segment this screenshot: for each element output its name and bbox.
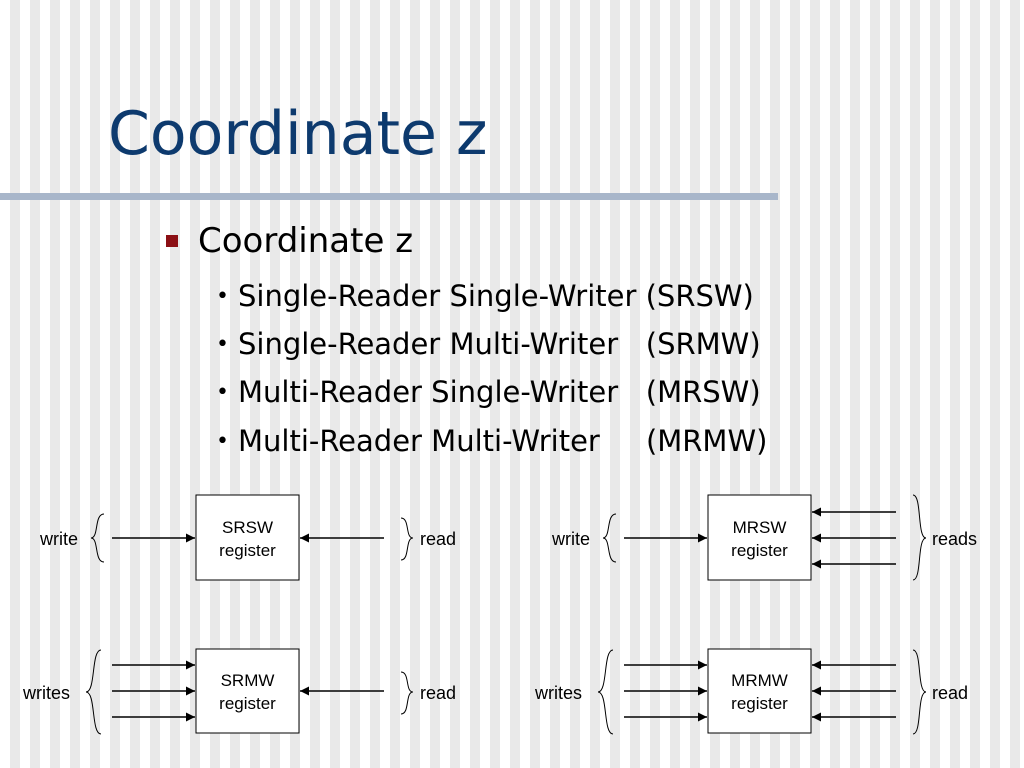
sub-bullet-text: Multi-Reader Multi-Writer (MRMW) <box>237 424 768 458</box>
register-label: register <box>219 541 276 560</box>
read-label: read <box>420 683 456 703</box>
srsw-diagram: write SRSW register read <box>39 494 456 581</box>
title-divider <box>0 193 778 200</box>
sub-bullet-mrmw: • Multi-Reader Multi-Writer (MRMW) <box>216 427 767 456</box>
right-brace <box>912 649 927 735</box>
dot-bullet-icon: • <box>216 379 229 405</box>
sub-bullet-text: Single-Reader Single-Writer (SRSW) <box>237 279 754 313</box>
writes-label: writes <box>22 683 70 703</box>
read-label: read <box>932 683 968 703</box>
sub-bullet-srsw: • Single-Reader Single-Writer (SRSW) <box>216 282 754 311</box>
bullet-level-1: Coordinate z <box>166 224 413 258</box>
sub-bullet-mrsw: • Multi-Reader Single-Writer (MRSW) <box>216 378 761 407</box>
reads-label: reads <box>932 529 977 549</box>
read-label: read <box>420 529 456 549</box>
write-label: write <box>551 529 590 549</box>
left-brace <box>85 649 102 735</box>
left-brace <box>90 513 105 563</box>
sub-bullet-text: Single-Reader Multi-Writer (SRMW) <box>237 327 761 361</box>
dot-bullet-icon: • <box>216 283 229 309</box>
register-label: register <box>731 694 788 713</box>
right-brace <box>400 517 414 561</box>
left-brace <box>602 513 617 563</box>
srmw-register-box <box>195 648 300 734</box>
register-type: SRMW <box>221 671 275 690</box>
srmw-diagram: writes SRMW register read <box>22 648 456 735</box>
writes-label: writes <box>534 683 582 703</box>
register-label: register <box>219 694 276 713</box>
register-type: MRSW <box>733 518 787 537</box>
slide-title: Coordinate z <box>108 99 488 169</box>
dot-bullet-icon: • <box>216 428 229 454</box>
register-type: SRSW <box>222 518 273 537</box>
register-type: MRMW <box>731 671 788 690</box>
left-brace <box>597 649 614 735</box>
write-label: write <box>39 529 78 549</box>
bullet-text: Coordinate z <box>198 221 414 261</box>
dot-bullet-icon: • <box>216 331 229 357</box>
mrmw-register-box <box>707 648 812 734</box>
mrsw-register-box <box>707 494 812 581</box>
sub-bullet-srmw: • Single-Reader Multi-Writer (SRMW) <box>216 330 761 359</box>
srsw-register-box <box>195 494 300 581</box>
mrmw-diagram: writes MRMW register read <box>534 648 968 735</box>
square-bullet-icon <box>166 235 178 247</box>
mrsw-diagram: write MRSW register reads <box>551 494 977 581</box>
right-brace <box>400 671 414 715</box>
right-brace <box>912 494 927 581</box>
sub-bullet-text: Multi-Reader Single-Writer (MRSW) <box>237 375 761 409</box>
register-label: register <box>731 541 788 560</box>
